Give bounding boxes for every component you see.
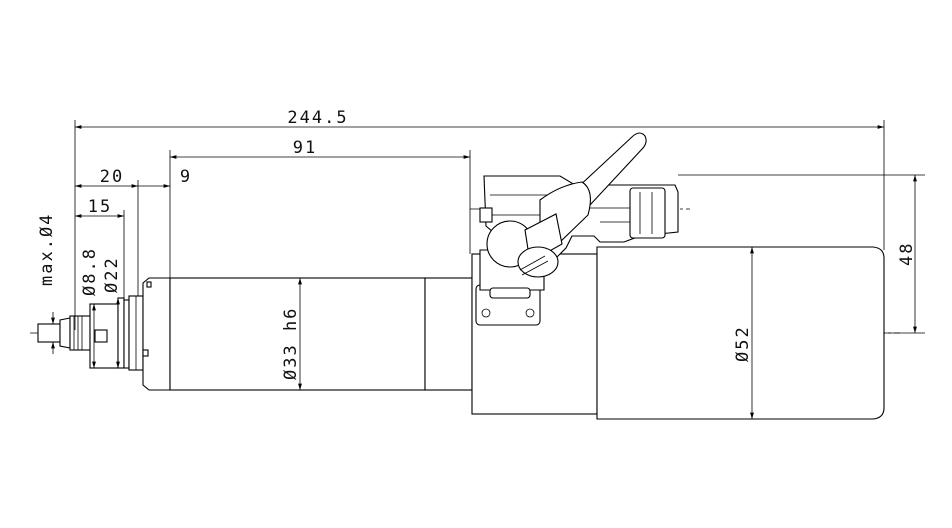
- dim-overall-length: 244.5: [287, 108, 348, 128]
- dim-length-20: 20: [100, 167, 124, 187]
- extension-lines: [74, 120, 925, 334]
- dim-dia-22: Ø22: [102, 256, 122, 293]
- dim-dia-8-8: Ø8.8: [80, 247, 100, 296]
- connector-assembly: [475, 132, 679, 326]
- dim-length-91: 91: [293, 138, 317, 158]
- spindle-body: [37, 246, 885, 420]
- dim-height-48: 48: [897, 242, 917, 266]
- dim-length-15: 15: [88, 197, 112, 217]
- dim-dia-52: Ø52: [733, 325, 753, 362]
- dimension-lines: [51, 125, 917, 419]
- dim-collet-max: max.Ø4: [37, 213, 57, 286]
- dim-length-9: 9: [180, 167, 192, 187]
- dim-dia-33: Ø33 h6: [281, 307, 301, 380]
